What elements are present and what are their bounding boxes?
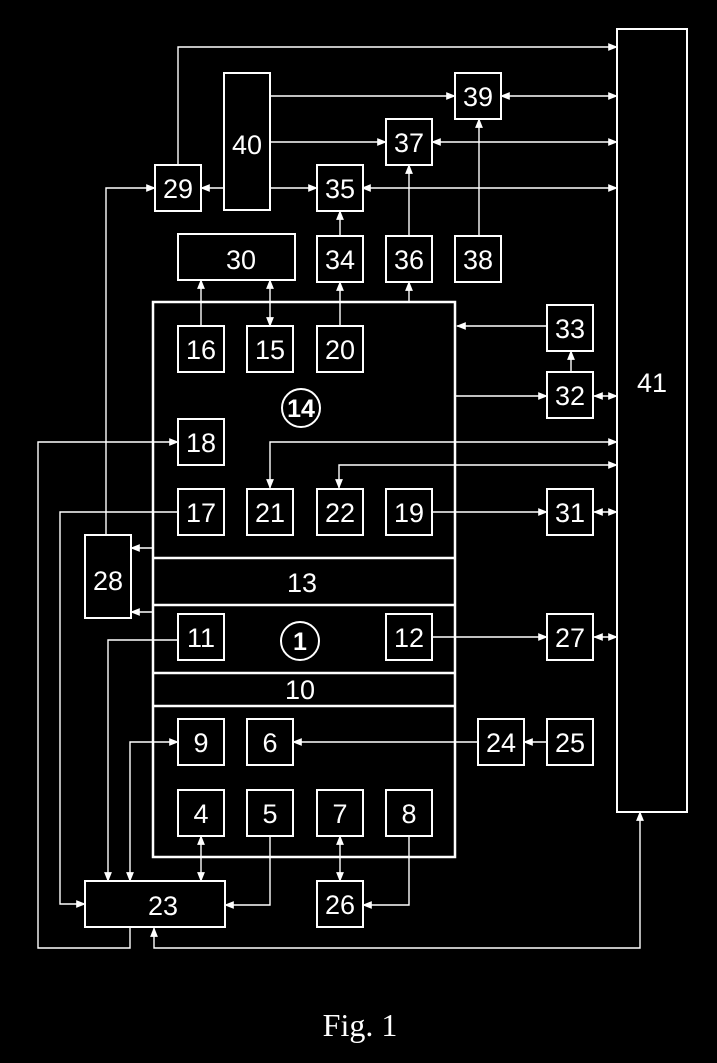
block-12: 12 [385,613,433,661]
block-29: 29 [154,164,202,212]
block-25: 25 [546,718,594,766]
blocks: 41 40 39 37 29 35 30 34 36 38 33 32 31 2… [84,28,688,928]
block-6: 6 [246,718,294,766]
block-9: 9 [177,718,225,766]
block-36: 36 [385,235,433,283]
section-13-label: 13 [287,568,317,598]
svg-text:34: 34 [325,245,355,275]
block-4: 4 [177,789,225,837]
svg-text:14: 14 [287,395,315,423]
svg-text:22: 22 [325,498,355,528]
svg-text:6: 6 [262,728,277,758]
block-22: 22 [316,488,364,536]
svg-text:28: 28 [93,566,123,596]
block-18: 18 [177,418,225,466]
svg-text:41: 41 [637,368,667,398]
block-41: 41 [616,28,688,813]
svg-text:37: 37 [394,128,424,158]
svg-text:20: 20 [325,335,355,365]
svg-text:23: 23 [148,891,178,921]
block-17: 17 [177,488,225,536]
block-40: 40 [223,72,271,211]
svg-text:38: 38 [463,245,493,275]
svg-text:29: 29 [163,174,193,204]
svg-text:40: 40 [232,130,262,160]
svg-text:4: 4 [193,799,208,829]
block-33: 33 [546,304,594,352]
block-20: 20 [316,325,364,373]
svg-text:8: 8 [401,799,416,829]
svg-text:36: 36 [394,245,424,275]
block-8: 8 [385,789,433,837]
block-21: 21 [246,488,294,536]
block-15: 15 [246,325,294,373]
block-26: 26 [316,880,364,928]
svg-text:15: 15 [255,335,285,365]
block-7: 7 [316,789,364,837]
svg-text:21: 21 [255,498,285,528]
svg-text:11: 11 [187,623,215,653]
svg-text:7: 7 [332,799,347,829]
section-10-label: 10 [285,675,315,705]
block-31: 31 [546,488,594,536]
connection-lines [37,43,644,949]
block-30: 30 [177,233,296,281]
svg-text:5: 5 [262,799,277,829]
block-11: 11 [177,613,225,661]
block-24: 24 [477,718,525,766]
svg-text:25: 25 [555,728,585,758]
block-16: 16 [177,325,225,373]
svg-text:12: 12 [394,623,424,653]
block-32: 32 [546,371,594,419]
block-5: 5 [246,789,294,837]
block-23: 23 [84,880,226,928]
block-27: 27 [546,613,594,661]
svg-text:33: 33 [555,314,585,344]
circled-label-1: 1 [280,621,320,661]
block-34: 34 [316,235,364,283]
svg-text:16: 16 [186,335,216,365]
svg-text:1: 1 [293,628,307,656]
svg-text:27: 27 [555,623,585,653]
block-37: 37 [385,118,433,166]
svg-text:9: 9 [193,728,208,758]
block-38: 38 [454,235,502,283]
svg-text:18: 18 [186,428,216,458]
block-28: 28 [84,534,132,619]
svg-text:17: 17 [186,498,216,528]
svg-text:30: 30 [226,245,256,275]
block-35: 35 [316,164,364,212]
block-39: 39 [454,72,502,120]
svg-text:35: 35 [325,174,355,204]
circled-label-14: 14 [281,388,321,428]
svg-text:26: 26 [325,890,355,920]
svg-text:32: 32 [555,381,585,411]
svg-text:31: 31 [555,498,585,528]
figure-caption: Fig. 1 [323,1007,398,1043]
svg-text:39: 39 [463,82,493,112]
svg-text:19: 19 [394,498,424,528]
svg-text:24: 24 [486,728,516,758]
block-19: 19 [385,488,433,536]
